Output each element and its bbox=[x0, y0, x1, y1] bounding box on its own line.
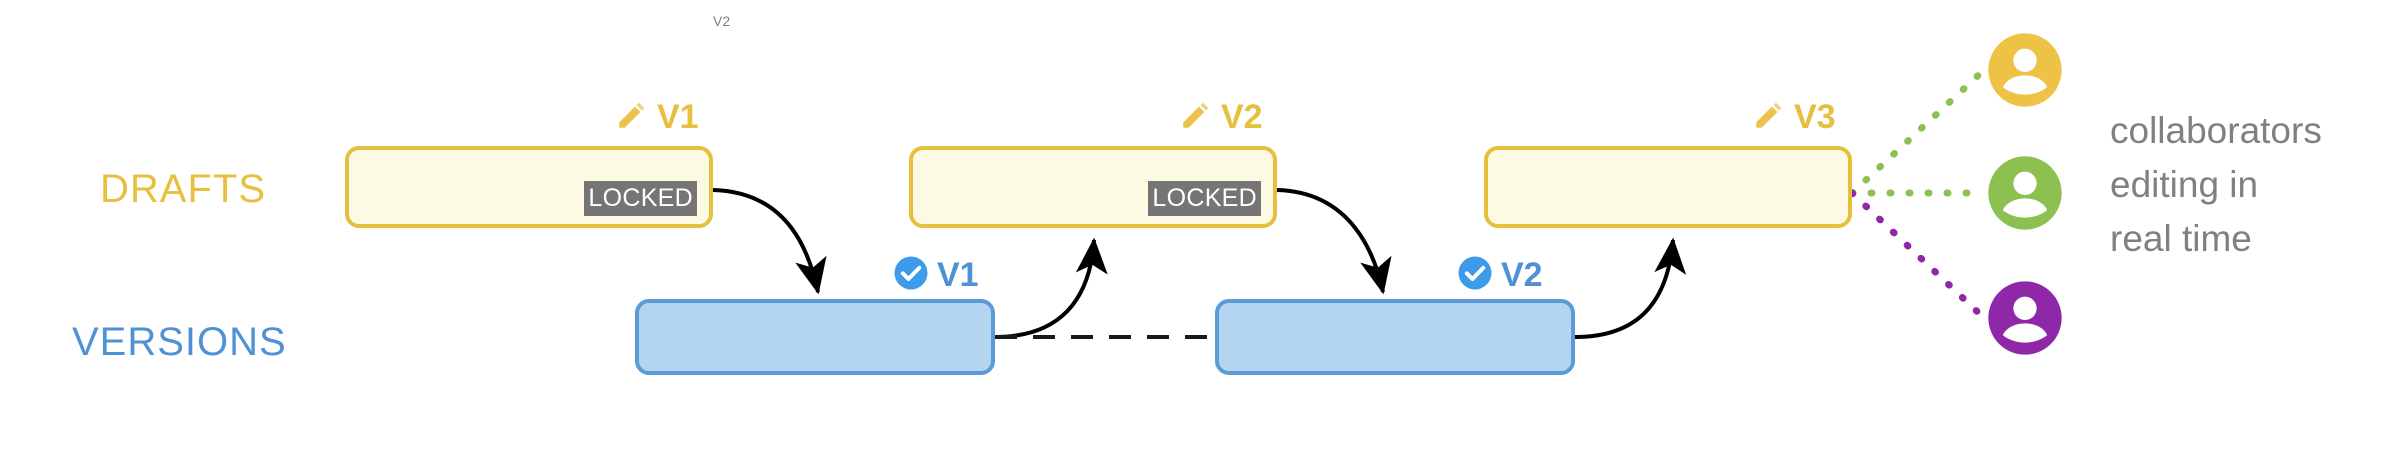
draft-tag-1: V1 bbox=[615, 98, 699, 137]
version-tag-label-1: V1 bbox=[937, 256, 979, 294]
pencil-icon bbox=[1752, 98, 1786, 137]
pencil-icon bbox=[615, 98, 649, 137]
locked-badge-2: LOCKED bbox=[1148, 181, 1261, 216]
avatar-collaborator-yellow[interactable] bbox=[1985, 30, 2065, 110]
check-circle-icon bbox=[893, 255, 929, 296]
dotted-link-collaborator-purple bbox=[1848, 189, 1988, 322]
pencil-icon bbox=[1179, 98, 1213, 137]
draft-box-2[interactable]: LOCKED bbox=[909, 146, 1277, 228]
arrow-draft1-to-version1 bbox=[712, 188, 827, 295]
caption-line-2: editing in bbox=[2110, 164, 2259, 205]
locked-badge-1: LOCKED bbox=[584, 181, 697, 216]
version-box-2[interactable] bbox=[1215, 299, 1575, 375]
draft-tag-label-2: V2 bbox=[1221, 98, 1263, 136]
arrow-draft2-to-version2 bbox=[1276, 188, 1392, 295]
arrow-version2-to-draft3 bbox=[1574, 237, 1687, 339]
caption-line-1: collaborators bbox=[2110, 110, 2322, 151]
draft-box-1[interactable]: LOCKED bbox=[345, 146, 713, 228]
row-label-versions: VERSIONS bbox=[72, 320, 287, 364]
arrow-version1-to-draft2 bbox=[994, 237, 1108, 339]
avatar-collaborator-green[interactable] bbox=[1985, 153, 2065, 233]
row-label-drafts: DRAFTS bbox=[100, 167, 266, 211]
draft-tag-2: V2 bbox=[1179, 98, 1263, 137]
version-tag-2: V2 bbox=[1457, 255, 1543, 296]
draft-tag-3: V3 bbox=[1752, 98, 1836, 137]
version-tag-1: V1 bbox=[893, 255, 979, 296]
version-box-1[interactable] bbox=[635, 299, 995, 375]
check-circle-icon bbox=[1457, 255, 1493, 296]
draft-tag-label-3: V3 bbox=[1794, 98, 1836, 136]
dotted-link-collaborator-yellow bbox=[1848, 66, 1988, 197]
draft-box-3[interactable] bbox=[1484, 146, 1852, 228]
version-tag-label-2: V2 bbox=[1501, 256, 1543, 294]
draft-tag-label-1: V1 bbox=[657, 98, 699, 136]
caption-line-3: real time bbox=[2110, 218, 2252, 259]
avatar-collaborator-purple[interactable] bbox=[1985, 278, 2065, 358]
collaborators-caption: collaborators editing in real time bbox=[2110, 104, 2380, 266]
stray-version-note: V2 bbox=[713, 13, 731, 29]
